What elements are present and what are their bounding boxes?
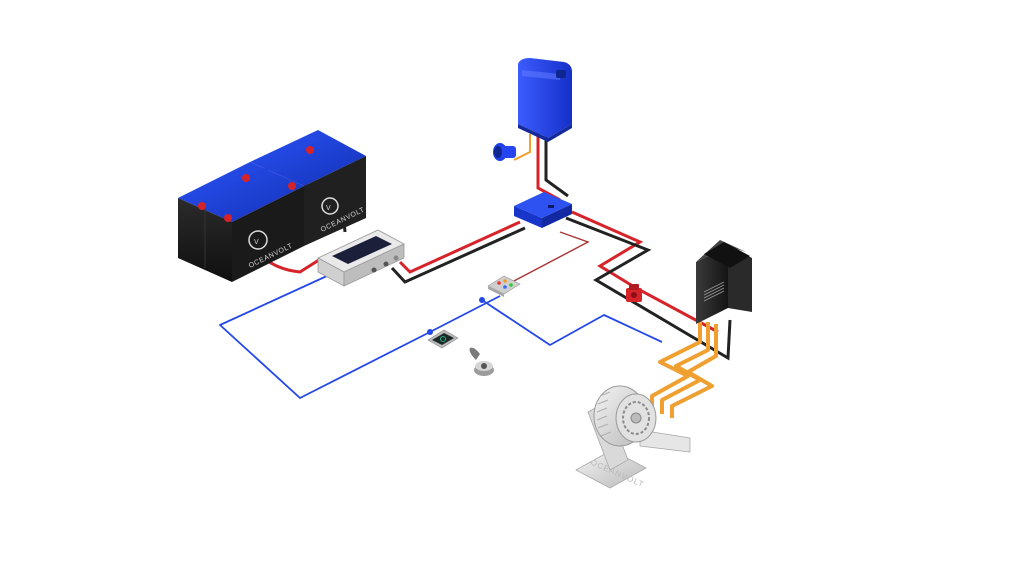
panel-base (488, 286, 504, 297)
motor-cooling-fins (596, 391, 612, 437)
battery-right-side (304, 156, 366, 246)
phase-cable-w (670, 324, 718, 418)
battery-logo-right (321, 197, 339, 215)
bms-box[interactable] (317, 229, 405, 287)
shore-charger[interactable] (518, 58, 572, 142)
battery-left-side (232, 186, 304, 282)
converter-to-controller-negative (565, 216, 732, 361)
display-screen (432, 333, 454, 345)
shore-plug-lead (513, 134, 531, 161)
battery-logo-left (248, 230, 268, 250)
throttle-lever[interactable] (469, 347, 494, 376)
charger-vent-icon (556, 70, 566, 78)
panel-led-blue-icon (503, 285, 507, 289)
terminal-negative-1 (288, 182, 296, 190)
can-bus-network (219, 269, 663, 399)
bms-connector-3 (393, 255, 399, 261)
can-cable-display-panel (429, 295, 501, 333)
bms-connector-1 (371, 267, 377, 273)
terminal-positive-3 (306, 146, 314, 154)
converter-front (514, 206, 542, 228)
battery-left-top (178, 162, 304, 222)
throttle-knob-icon (481, 363, 487, 369)
motor-hub (630, 412, 642, 424)
charger-base (518, 124, 572, 142)
can-cable-panel-controller (481, 299, 663, 346)
main-fuse[interactable] (626, 284, 642, 302)
panel-feed-wire (511, 231, 590, 283)
panel-led-red-icon (497, 281, 501, 285)
fuse-bolt-icon (631, 292, 637, 298)
phase-cable-u (650, 320, 702, 410)
fuse-cap (629, 284, 639, 290)
controller-heatsink-icon (703, 281, 725, 302)
control-panel[interactable] (487, 275, 521, 297)
display-dial-icon (440, 336, 446, 342)
svg-text:V: V (326, 205, 331, 212)
converter-top (514, 192, 572, 218)
terminal-positive-1 (198, 202, 206, 210)
plug-body (500, 146, 516, 158)
controller-cap (704, 242, 750, 268)
panel-led-orange-icon (503, 279, 507, 283)
controller-front (696, 246, 728, 324)
terminal-positive-2 (242, 174, 250, 182)
charger-to-converter-negative (544, 134, 569, 198)
can-junction-right (479, 297, 485, 303)
dc-converter[interactable] (514, 192, 572, 228)
motor-phase-cables (650, 320, 718, 418)
converter-to-controller-positive (571, 210, 719, 334)
plug-cap (494, 146, 502, 158)
can-junction-left (427, 329, 433, 335)
battery-right-top (250, 130, 366, 186)
throttle-handle (469, 347, 480, 360)
bms-connector-2 (383, 261, 389, 267)
bms-to-converter-positive (398, 220, 521, 274)
bms-to-converter-negative (390, 226, 526, 284)
motor-controller[interactable] (696, 240, 752, 324)
converter-side (542, 204, 572, 228)
terminal-negative-2 (224, 214, 232, 222)
panel-led-green-icon (509, 283, 513, 287)
bms-display-window (332, 236, 392, 264)
svg-text:V: V (254, 239, 259, 246)
motor-fan-icon (622, 401, 650, 435)
converter-led-icon (548, 205, 554, 208)
electric-motor[interactable]: OCEANVOLT (575, 385, 691, 489)
charger-highlight (522, 70, 560, 80)
display[interactable] (427, 329, 459, 349)
can-cable-bms-loop (219, 269, 431, 399)
bms-side (343, 243, 405, 287)
shore-plug[interactable] (493, 143, 516, 161)
charger-to-converter-positive (536, 132, 561, 202)
